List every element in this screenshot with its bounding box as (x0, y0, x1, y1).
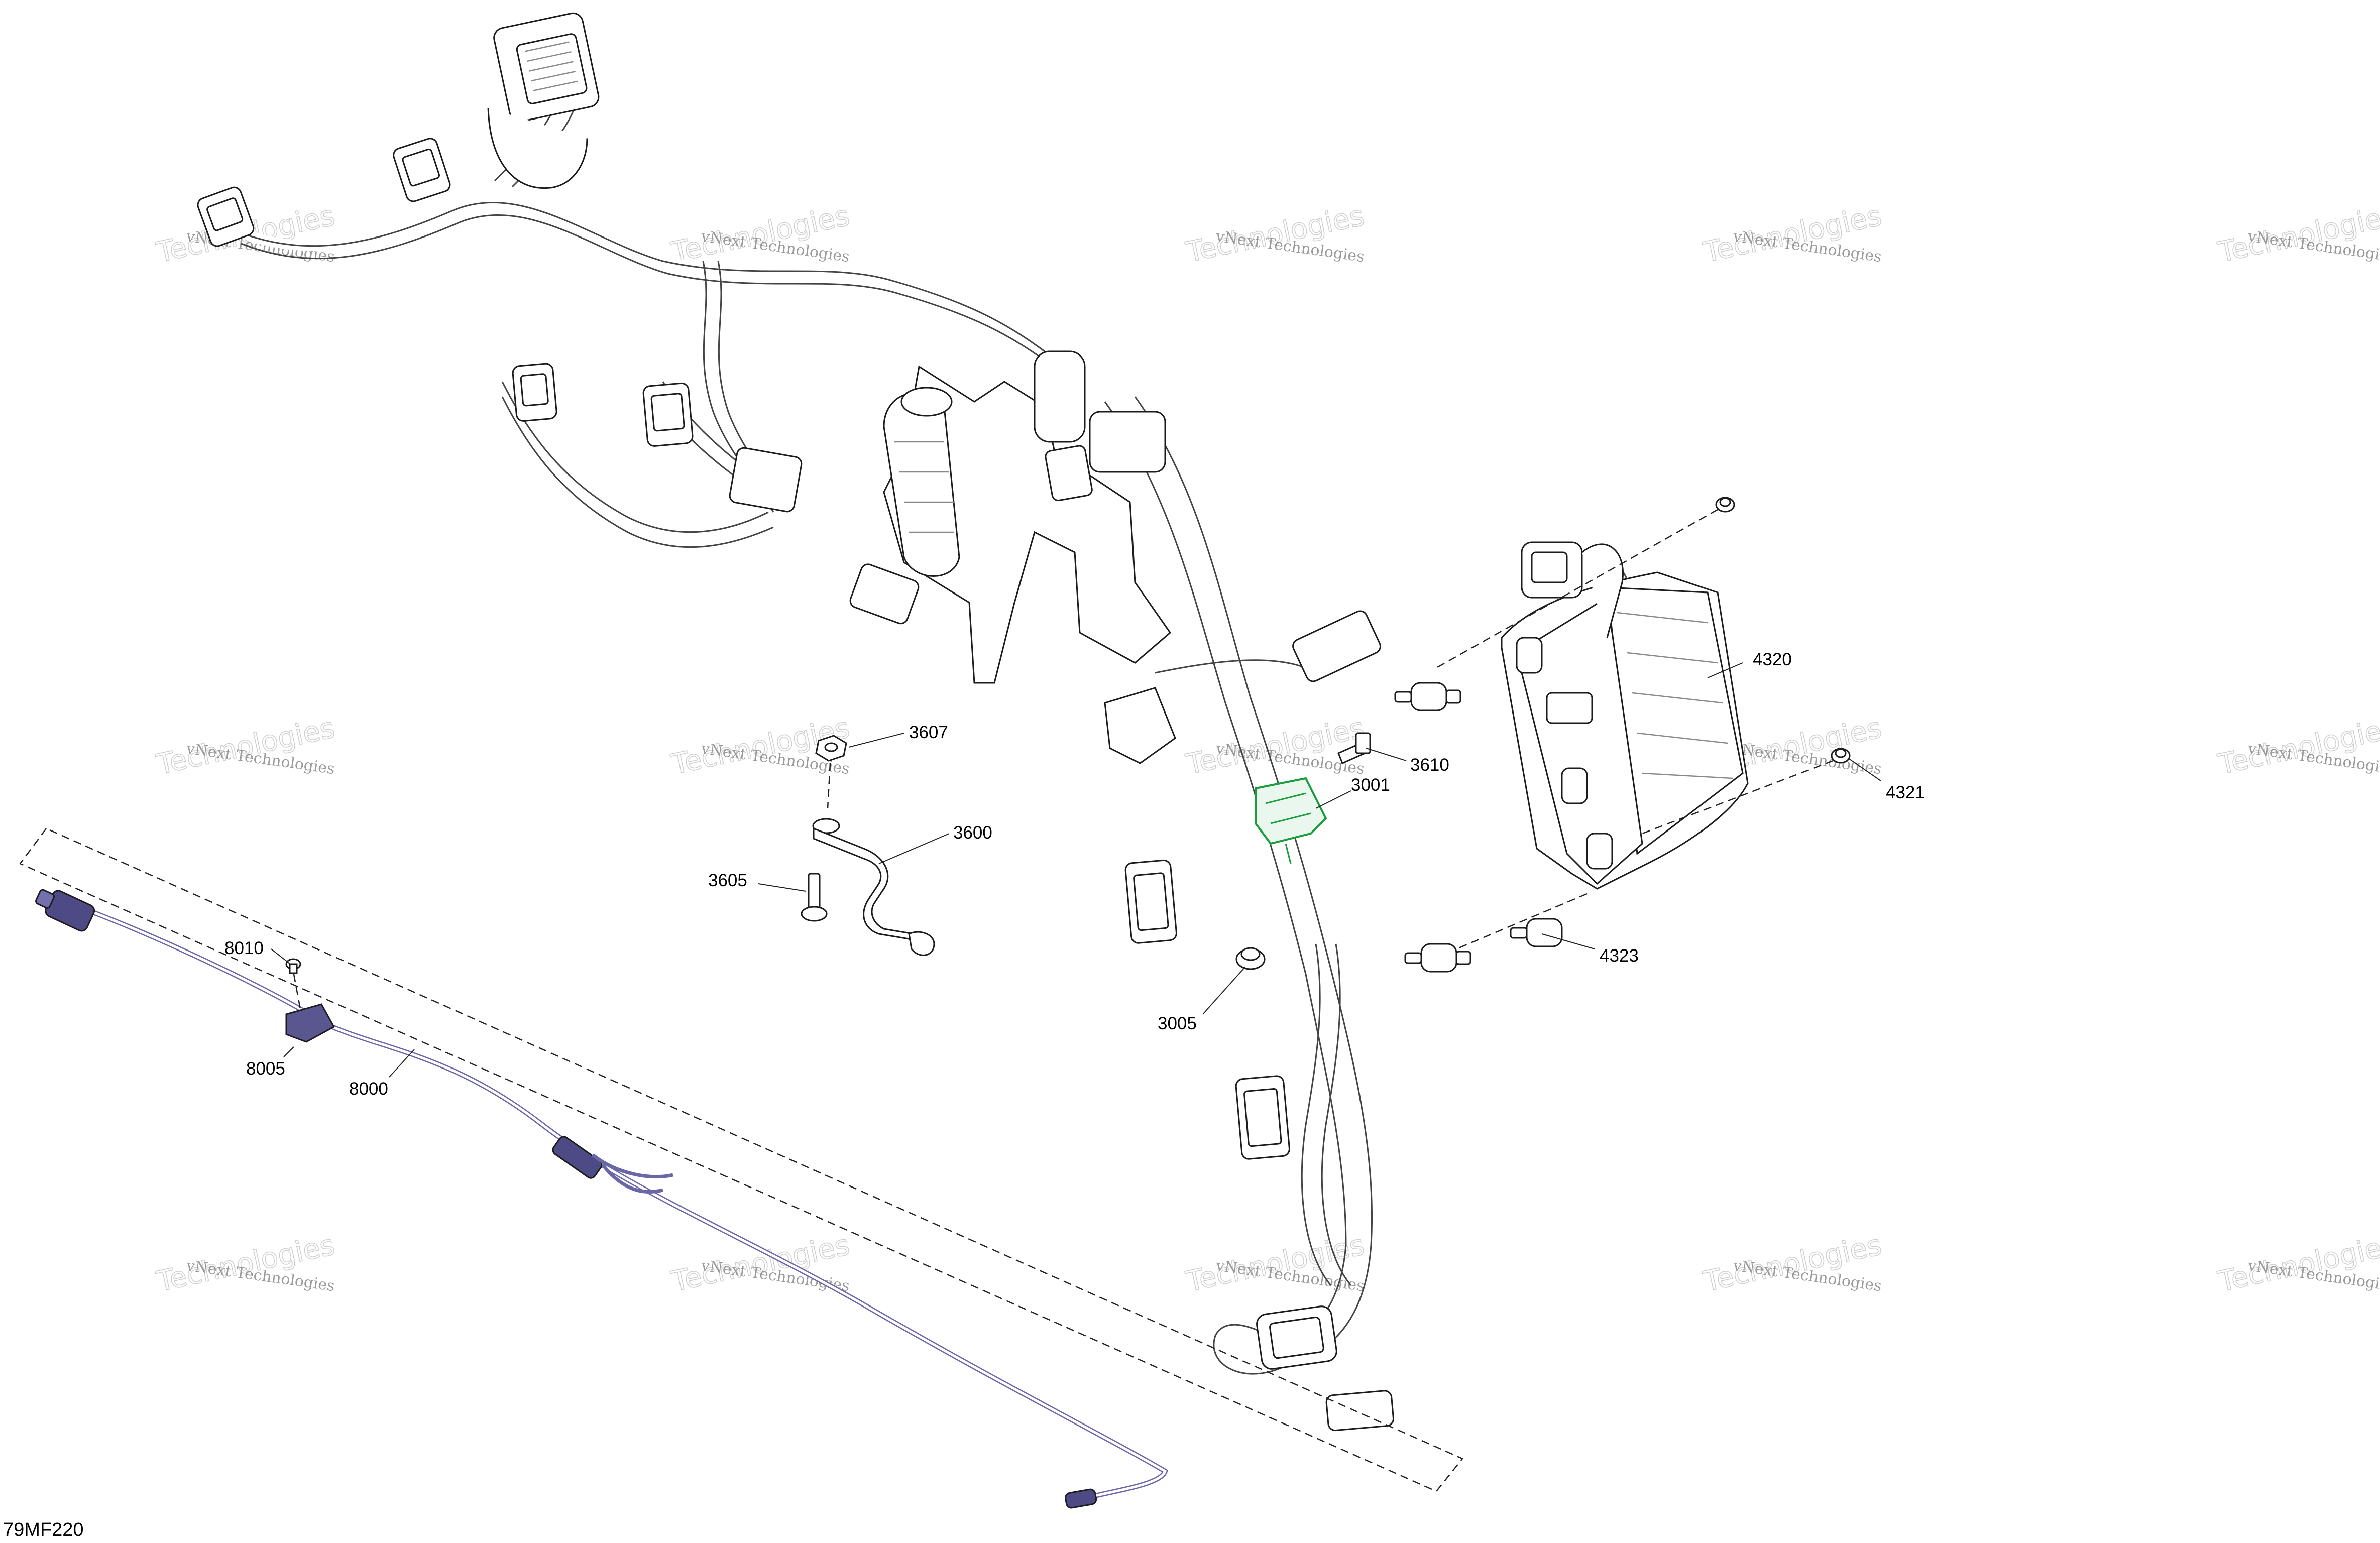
connector (729, 447, 803, 513)
watermark: Technologies vNext Technologies (668, 199, 853, 269)
connector (393, 138, 451, 202)
connector (1325, 1390, 1394, 1432)
bolt-3605 (801, 873, 828, 922)
connector (1124, 859, 1177, 944)
watermark: Technologies vNext Technologies (1183, 711, 1368, 781)
callout-8000: 8000 (349, 1079, 388, 1099)
callout-labels: 3607 3600 3605 3610 3001 3005 4320 4321 … (224, 650, 1925, 1099)
watermark: Technologies vNext Technologies (1183, 199, 1368, 269)
watermark: Technologies vNext Technologies (2215, 199, 2380, 269)
inline-connector (552, 1136, 603, 1179)
watermark: Technologies vNext Technologies (1183, 1228, 1368, 1298)
connector (197, 186, 255, 247)
clip-8005[interactable] (285, 1003, 335, 1043)
callout-4320: 4320 (1753, 650, 1792, 669)
callout-8010: 8010 (224, 938, 264, 958)
watermark: Technologies vNext Technologies (153, 1228, 338, 1298)
control-module-4320[interactable] (1501, 541, 1749, 890)
callout-3005: 3005 (1158, 1014, 1197, 1033)
frame-bracket (883, 350, 1176, 764)
callout-3605: 3605 (708, 871, 747, 890)
connector (1256, 1305, 1337, 1370)
watermark: Technologies vNext Technologies (1700, 1228, 1885, 1298)
main-multi-pin-connector (487, 12, 600, 189)
sensor-cable-8000[interactable] (32, 883, 1169, 1509)
ground-cable-assembly[interactable] (801, 735, 935, 956)
connector (1292, 610, 1381, 682)
watermark: Technologies vNext Technologies (2215, 1228, 2380, 1298)
callout-3607: 3607 (909, 723, 948, 742)
assembly-boundary (19, 827, 1463, 1492)
callout-3610: 3610 (1410, 755, 1449, 775)
callout-4323: 4323 (1600, 946, 1639, 966)
connector (512, 363, 557, 422)
callout-8005: 8005 (246, 1059, 285, 1079)
watermark: Technologies vNext Technologies (153, 711, 338, 781)
nut-4321[interactable] (1715, 497, 1851, 764)
watermark: Technologies vNext Technologies (2215, 711, 2380, 781)
callout-4321: 4321 (1886, 783, 1925, 802)
leader-lines (271, 662, 1881, 1078)
nut-3607 (815, 735, 847, 762)
watermark: Technologies vNext Technologies (1700, 199, 1885, 269)
cable-connector (35, 889, 95, 932)
spacer-4323[interactable] (1394, 682, 1563, 973)
nut-3005[interactable] (1235, 947, 1266, 970)
relay-3001[interactable] (1255, 777, 1327, 864)
callout-3600: 3600 (953, 823, 992, 843)
connector (1235, 1075, 1290, 1160)
watermark: Technologies vNext Technologies (668, 1228, 853, 1298)
connector (642, 382, 694, 447)
ground-cable-3600 (812, 818, 935, 956)
callout-3001: 3001 (1351, 775, 1390, 795)
screw-8010[interactable] (285, 958, 301, 974)
connector (1045, 445, 1093, 502)
connector (849, 563, 920, 625)
module-connector (1521, 541, 1624, 638)
end-terminal (1065, 1488, 1097, 1509)
figure-id: 79MF220 (3, 1519, 84, 1540)
harness-connectors (197, 12, 1394, 1432)
